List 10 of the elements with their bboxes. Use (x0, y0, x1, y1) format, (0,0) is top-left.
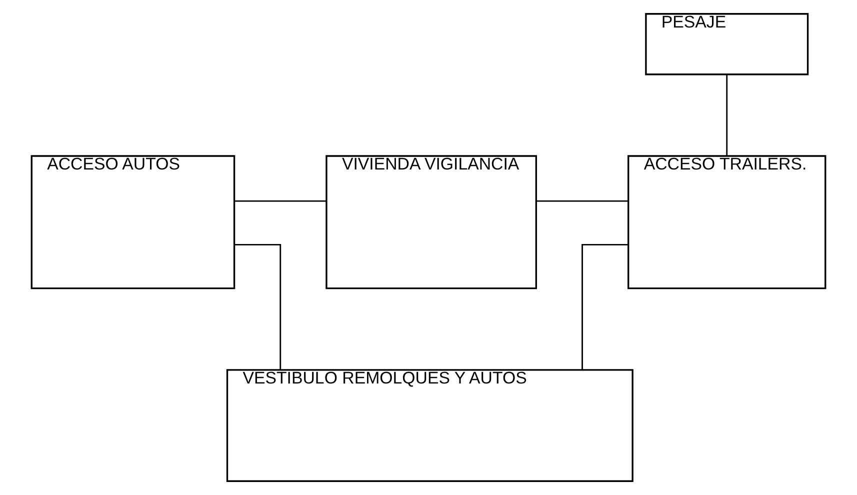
node-box: ACCESO AUTOS (30, 155, 236, 290)
connector (536, 200, 628, 202)
connector (234, 244, 282, 370)
connector (582, 244, 628, 370)
connector (234, 200, 326, 202)
node-box: VESTIBULO REMOLQUES Y AUTOS (226, 369, 634, 482)
connector (726, 74, 728, 156)
node-box: ACCESO TRAILERS. (628, 155, 826, 290)
node-box: PESAJE (645, 13, 809, 76)
node-box: VIVIENDA VIGILANCIA (326, 155, 537, 290)
